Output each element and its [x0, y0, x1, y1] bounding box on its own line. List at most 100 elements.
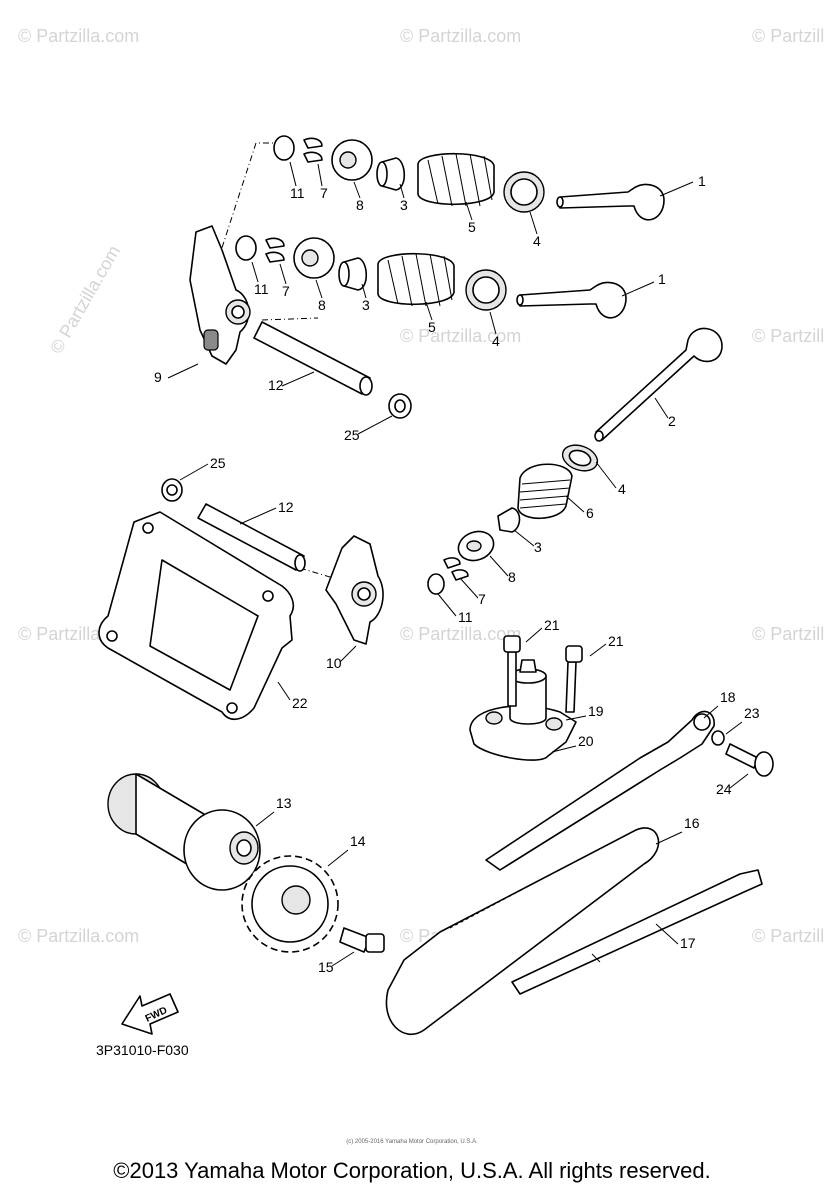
- valve-cap-lower: [235, 235, 257, 261]
- callout-label-7: 7: [320, 185, 328, 201]
- callout-leader-line: [327, 849, 349, 867]
- o-ring: [711, 730, 725, 746]
- callout-label-21: 21: [544, 617, 560, 633]
- callout-leader-line: [239, 507, 277, 525]
- callout-label-2: 2: [668, 413, 676, 429]
- watermark-vertical: © Partzilla.com: [46, 242, 124, 357]
- intake-valve-upper: [556, 183, 665, 221]
- callout-label-19: 19: [588, 703, 604, 719]
- callout-leader-line: [513, 529, 535, 547]
- valve-spring-exhaust: [517, 463, 573, 519]
- callout-leader-line: [437, 593, 457, 617]
- callout-leader-line: [357, 415, 393, 435]
- callout-leader-line: [525, 627, 543, 643]
- copyright-footer: ©2013 Yamaha Motor Corporation, U.S.A. A…: [113, 1158, 711, 1183]
- washer-lower: [161, 478, 183, 502]
- retainer-exhaust: [457, 530, 495, 562]
- guide-bolt: [725, 743, 774, 777]
- callout-leader-line: [465, 201, 473, 221]
- callout-label-22: 22: [292, 695, 308, 711]
- callout-leader-line: [339, 645, 357, 663]
- callout-label-1: 1: [698, 173, 706, 189]
- callout-label-4: 4: [533, 233, 541, 249]
- callout-leader-line: [279, 263, 287, 285]
- callout-label-6: 6: [586, 505, 594, 521]
- diagram-code: 3P31010-F030: [96, 1042, 189, 1058]
- callout-label-5: 5: [428, 319, 436, 335]
- callout-label-25: 25: [344, 427, 360, 443]
- callout-label-8: 8: [356, 197, 364, 213]
- cotter-exhaust: [443, 557, 469, 581]
- callout-label-3: 3: [362, 297, 370, 313]
- callout-label-7: 7: [478, 591, 486, 607]
- callout-leader-line: [289, 161, 297, 187]
- callout-leader-line: [353, 181, 361, 199]
- callout-leader-line: [277, 681, 291, 701]
- watermark-text: © Partzilla.com: [752, 926, 824, 946]
- callout-label-13: 13: [276, 795, 292, 811]
- watermark-text: © Partzilla.com: [400, 26, 521, 46]
- callout-label-1: 1: [658, 271, 666, 287]
- callout-leader-line: [551, 745, 577, 753]
- callout-leader-line: [489, 311, 497, 335]
- exhaust-valve: [594, 327, 723, 442]
- valve-spring-upper: [417, 152, 495, 207]
- callout-leader-line: [425, 301, 433, 321]
- callout-leader-line: [281, 371, 315, 387]
- sprocket-bolt: [339, 927, 385, 953]
- callout-leader-line: [255, 811, 275, 827]
- callout-label-3: 3: [400, 197, 408, 213]
- callout-label-25: 25: [210, 455, 226, 471]
- cam-sprocket: [241, 855, 339, 953]
- rocker-arm-upper: [189, 225, 251, 365]
- spring-seat-lower: [338, 257, 368, 291]
- spring-seat-upper: [376, 157, 406, 191]
- intake-valve-lower: [516, 281, 627, 319]
- callout-leader-line: [655, 831, 683, 845]
- callout-label-8: 8: [318, 297, 326, 313]
- valve-seal-exhaust: [561, 444, 599, 472]
- valve-seal-lower: [465, 269, 507, 311]
- callout-label-9: 9: [154, 369, 162, 385]
- callout-label-23: 23: [744, 705, 760, 721]
- watermark-text: © Partzilla.com: [752, 624, 824, 644]
- callout-label-11: 11: [290, 185, 305, 201]
- valve-cap-upper: [273, 135, 295, 161]
- watermark-text: © Partzilla.com: [752, 326, 824, 346]
- valve-seal-upper: [503, 171, 545, 213]
- watermark-text: © Partzilla.com: [18, 926, 139, 946]
- callout-leader-line: [399, 183, 405, 199]
- tensioner-bolt-left: [503, 635, 521, 707]
- callout-label-20: 20: [578, 733, 594, 749]
- retainer-lower: [293, 237, 335, 279]
- watermark-text: © Partzilla.com: [400, 326, 521, 346]
- small-copyright: (c) 2005-2016 Yamaha Motor Corporation, …: [346, 1139, 478, 1145]
- rocker-shaft-lower: [197, 503, 306, 572]
- callout-label-21: 21: [608, 633, 624, 649]
- cotter-upper: [303, 137, 323, 163]
- washer-upper: [388, 393, 412, 419]
- spring-seat-exhaust: [497, 507, 521, 533]
- cotter-lower: [265, 237, 285, 263]
- callout-label-12: 12: [268, 377, 284, 393]
- callout-label-10: 10: [326, 655, 342, 671]
- watermark-text: © Partzilla.com: [752, 26, 824, 46]
- chain-guide-lower: [511, 869, 763, 995]
- watermark-text: © Partzilla.com: [18, 26, 139, 46]
- forward-direction-arrow: FWD: [121, 993, 179, 1035]
- rocker-shaft-upper: [253, 321, 373, 396]
- dashdot-leader-shaft-upper: [261, 317, 319, 321]
- valve-spring-lower: [377, 252, 455, 307]
- valve-cap-exhaust: [427, 573, 445, 595]
- callout-label-4: 4: [618, 481, 626, 497]
- chain-tensioner: [469, 659, 577, 761]
- callout-leader-line: [595, 461, 617, 489]
- callout-label-11: 11: [254, 281, 269, 297]
- callout-label-5: 5: [468, 219, 476, 235]
- callout-label-15: 15: [318, 959, 334, 975]
- callout-label-7: 7: [282, 283, 290, 299]
- callout-leader-line: [621, 281, 655, 297]
- callout-leader-line: [565, 495, 585, 513]
